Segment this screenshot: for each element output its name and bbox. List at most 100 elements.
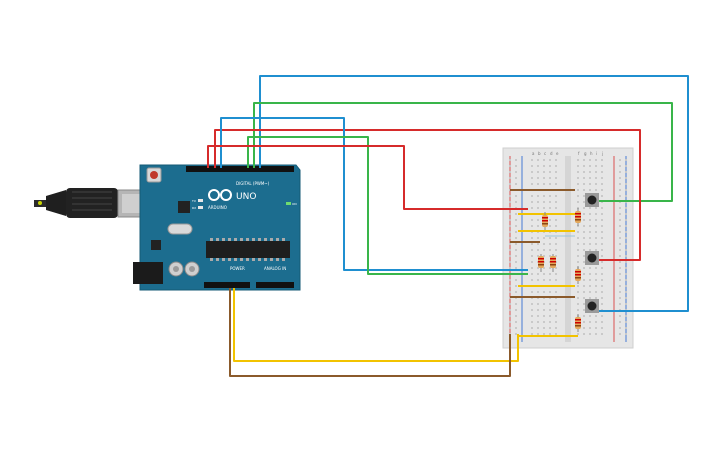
breadboard-hole <box>531 225 533 227</box>
wire-blue-outer[interactable] <box>259 75 689 312</box>
breadboard-hole <box>589 189 591 191</box>
breadboard-hole <box>537 333 539 335</box>
breadboard-hole <box>515 171 517 173</box>
breadboard-hole <box>619 195 621 197</box>
breadboard-hole <box>625 225 627 227</box>
breadboard-hole <box>595 273 597 275</box>
breadboard[interactable]: a b c d e f g h i j <box>502 147 634 349</box>
col-letter-d: d <box>550 151 553 156</box>
breadboard-hole <box>537 321 539 323</box>
breadboard-hole <box>515 231 517 233</box>
breadboard-hole <box>509 231 511 233</box>
breadboard-hole <box>583 267 585 269</box>
breadboard-hole <box>549 315 551 317</box>
breadboard-hole <box>537 249 539 251</box>
breadboard-hole <box>619 219 621 221</box>
breadboard-hole <box>589 267 591 269</box>
breadboard-hole <box>619 183 621 185</box>
breadboard-hole <box>583 279 585 281</box>
breadboard-hole <box>595 219 597 221</box>
breadboard-hole <box>619 321 621 323</box>
wire-red-inner[interactable] <box>207 145 528 210</box>
breadboard-hole <box>555 237 557 239</box>
breadboard-hole <box>583 237 585 239</box>
breadboard-hole <box>549 249 551 251</box>
breadboard-hole <box>555 165 557 167</box>
push-buttons <box>585 193 599 313</box>
breadboard-hole <box>577 171 579 173</box>
breadboard-hole <box>537 165 539 167</box>
breadboard-hole <box>601 303 603 305</box>
push-button-2[interactable] <box>585 251 599 265</box>
breadboard-hole <box>619 225 621 227</box>
wire-red-outer[interactable] <box>214 129 641 261</box>
breadboard-hole <box>583 219 585 221</box>
breadboard-hole <box>549 237 551 239</box>
col-letter-i: i <box>596 151 597 156</box>
breadboard-hole <box>531 327 533 329</box>
breadboard-hole <box>555 303 557 305</box>
breadboard-hole <box>537 201 539 203</box>
breadboard-hole <box>619 291 621 293</box>
push-button-3[interactable] <box>585 299 599 313</box>
breadboard-hole <box>531 165 533 167</box>
arduino-model-label: UNO <box>236 192 256 202</box>
wire-green-inner[interactable] <box>247 136 528 275</box>
breadboard-hole <box>531 279 533 281</box>
breadboard-hole <box>595 285 597 287</box>
resistor[interactable] <box>575 266 581 284</box>
resistor[interactable] <box>538 254 544 272</box>
col-letter-e: e <box>556 151 559 156</box>
breadboard-hole <box>531 261 533 263</box>
breadboard-hole <box>595 291 597 293</box>
resistor[interactable] <box>575 208 581 226</box>
breadboard-hole <box>537 267 539 269</box>
analog-header-label: ANALOG IN <box>264 266 286 271</box>
breadboard-hole <box>595 321 597 323</box>
breadboard-hole <box>515 219 517 221</box>
power-header[interactable] <box>204 282 250 288</box>
breadboard-hole <box>625 213 627 215</box>
breadboard-hole <box>601 231 603 233</box>
breadboard-hole <box>601 333 603 335</box>
breadboard-hole <box>555 279 557 281</box>
breadboard-hole <box>595 315 597 317</box>
wire-brown-gnd[interactable] <box>229 288 511 377</box>
resistor[interactable] <box>575 314 581 332</box>
breadboard-hole <box>509 219 511 221</box>
breadboard-hole <box>589 219 591 221</box>
breadboard-hole <box>509 213 511 215</box>
push-button-1[interactable] <box>585 193 599 207</box>
breadboard-hole <box>595 225 597 227</box>
breadboard-hole <box>549 279 551 281</box>
resistor[interactable] <box>542 212 548 230</box>
breadboard-hole <box>537 309 539 311</box>
breadboard-hole <box>625 177 627 179</box>
wire-yellow-5v[interactable] <box>233 288 519 362</box>
col-letter-g: g <box>584 151 587 156</box>
breadboard-hole <box>595 171 597 173</box>
wire-green-outer[interactable] <box>253 102 673 202</box>
breadboard-hole <box>601 165 603 167</box>
col-letter-a: a <box>532 151 535 156</box>
breadboard-hole <box>625 291 627 293</box>
wire-blue-inner[interactable] <box>220 117 528 271</box>
col-letter-b: b <box>538 151 541 156</box>
analog-header[interactable] <box>256 282 294 288</box>
breadboard-hole <box>543 165 545 167</box>
breadboard-hole <box>555 225 557 227</box>
breadboard-hole <box>619 327 621 329</box>
arduino-uno-board[interactable]: UNO ARDUINO DIGITAL (PWM~) POWER ANALOG … <box>133 164 301 291</box>
breadboard-hole <box>509 279 511 281</box>
breadboard-hole <box>531 255 533 257</box>
breadboard-hole <box>601 159 603 161</box>
breadboard-hole <box>537 279 539 281</box>
breadboard-hole <box>555 273 557 275</box>
breadboard-hole <box>589 243 591 245</box>
breadboard-hole <box>625 315 627 317</box>
breadboard-hole <box>555 219 557 221</box>
resistor[interactable] <box>550 254 556 272</box>
breadboard-hole <box>531 195 533 197</box>
digital-header[interactable] <box>186 166 294 172</box>
